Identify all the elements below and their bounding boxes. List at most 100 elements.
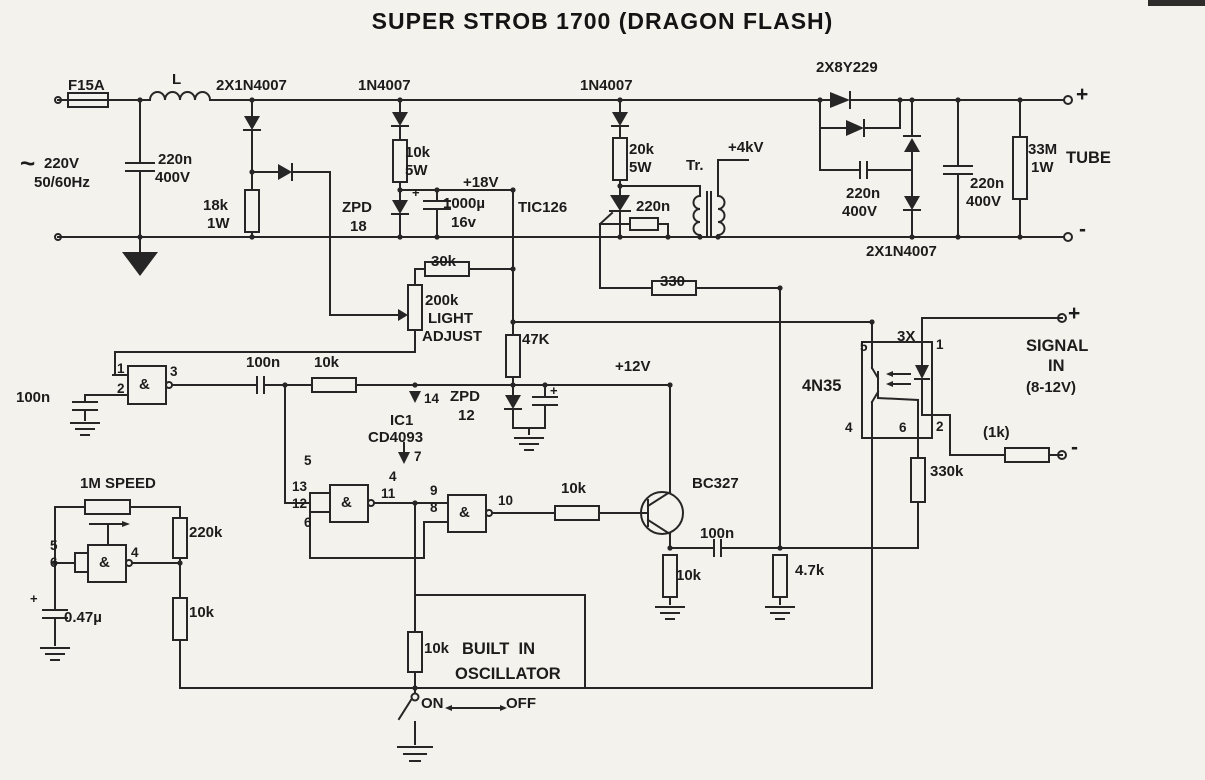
signal-range-label: (8-12V) bbox=[1026, 379, 1077, 396]
zener18-label: ZPD bbox=[342, 199, 372, 216]
gate2-symbol: & bbox=[341, 494, 352, 511]
rail-18v-label: +18V bbox=[463, 174, 499, 191]
r330-label: 330 bbox=[660, 273, 686, 290]
pin5b-label: 5 bbox=[304, 453, 312, 468]
tube-cap-label: 220n bbox=[970, 175, 1005, 192]
schematic-title: SUPER STROB 1700 (DRAGON FLASH) bbox=[371, 8, 834, 34]
supply-wattage: 5W bbox=[405, 162, 428, 179]
opto-pin2-label: 2 bbox=[936, 419, 944, 434]
ac-symbol: ~ bbox=[20, 148, 36, 178]
pin14-label: 14 bbox=[424, 391, 440, 406]
input-diodes-label: 2X1N4007 bbox=[216, 77, 287, 94]
scan-artifact bbox=[1148, 0, 1205, 6]
input-cap-label: 100n bbox=[16, 389, 51, 406]
r220k-label: 220k bbox=[189, 524, 223, 541]
osc-cap-label: 0.47µ bbox=[64, 609, 102, 626]
osc-r10k-label: 10k bbox=[189, 604, 215, 621]
pin2-label: 2 bbox=[117, 381, 125, 396]
zener18-value: 18 bbox=[350, 218, 367, 235]
pin7-label: 7 bbox=[414, 449, 422, 464]
pin12-label: 12 bbox=[292, 496, 308, 511]
diode-trigger-label: 1N4007 bbox=[580, 77, 633, 94]
filter-cap-voltage: 16v bbox=[451, 214, 477, 231]
load-resistor-label: 4.7k bbox=[795, 562, 825, 579]
opto-pin4-label: 4 bbox=[845, 420, 853, 435]
pin6b-label: 6 bbox=[304, 515, 312, 530]
r10k-mid-label: 10k bbox=[314, 354, 340, 371]
signal-in-label: IN bbox=[1048, 357, 1065, 375]
osc-pin5-label: 5 bbox=[50, 538, 58, 553]
couple-cap2-label: 100n bbox=[700, 525, 735, 542]
doubler-cap-label: 220n bbox=[846, 185, 881, 202]
transistor-label: BC327 bbox=[692, 475, 739, 492]
light-label: LIGHT bbox=[428, 310, 473, 327]
pin8-label: 8 bbox=[430, 500, 438, 515]
transformer-label: Tr. bbox=[686, 157, 704, 174]
ic1-type-label: CD4093 bbox=[368, 429, 424, 446]
cap-polarity-mark: + bbox=[412, 185, 420, 200]
adjust-label: ADJUST bbox=[422, 328, 483, 345]
osc-cap-polarity-mark: + bbox=[30, 591, 38, 606]
cap12-polarity-mark: + bbox=[550, 383, 558, 398]
opto-pin5-label: 5 bbox=[860, 339, 868, 354]
pin13-label: 13 bbox=[292, 479, 308, 494]
osc-pin6-label: 6 bbox=[50, 555, 58, 570]
doubler-diodes-label: 2X1N4007 bbox=[866, 243, 937, 260]
switch-off-label: OFF bbox=[506, 695, 536, 712]
pin9-label: 9 bbox=[430, 483, 438, 498]
hv-output-label: +4kV bbox=[728, 139, 764, 156]
gate3-symbol: & bbox=[459, 504, 470, 521]
series-resistor-label: (1k) bbox=[983, 424, 1010, 441]
hv-minus-terminal: - bbox=[1079, 218, 1086, 241]
hv-plus-terminal: + bbox=[1076, 83, 1089, 106]
opto-label: 4N35 bbox=[802, 377, 842, 395]
built-in-label: BUILT IN bbox=[462, 640, 536, 658]
trigger-cap-label: 220n bbox=[636, 198, 671, 215]
pin1-label: 1 bbox=[117, 361, 125, 376]
r30k-label: 30k bbox=[431, 253, 457, 270]
gate1-symbol: & bbox=[139, 376, 150, 393]
supply-resistor-label: 10k bbox=[405, 144, 431, 161]
signal-plus-terminal: + bbox=[1068, 302, 1081, 325]
trigger-resistor-label: 20k bbox=[629, 141, 655, 158]
couple-cap-label: 100n bbox=[246, 354, 281, 371]
filter-cap-label: 1000µ bbox=[443, 195, 486, 212]
mains-freq-label: 50/60Hz bbox=[34, 174, 90, 191]
doubler-cap-voltage: 400V bbox=[842, 203, 878, 220]
pin3-label: 3 bbox=[170, 364, 178, 379]
tube-cap-voltage: 400V bbox=[966, 193, 1002, 210]
ic1-label: IC1 bbox=[390, 412, 414, 429]
output-diodes-label: 2X8Y229 bbox=[816, 59, 878, 76]
zener12-label: ZPD bbox=[450, 388, 480, 405]
opto-3x-label: 3X bbox=[897, 328, 916, 345]
rail-12v-label: +12V bbox=[615, 358, 651, 375]
speed-pot-label: 1M SPEED bbox=[80, 475, 156, 492]
switch-on-label: ON bbox=[421, 695, 444, 712]
builtin-r10k-label: 10k bbox=[424, 640, 450, 657]
opto-pin6-label: 6 bbox=[899, 420, 907, 435]
bleeder-resistor-label: 18k bbox=[203, 197, 229, 214]
r47k-label: 47K bbox=[522, 331, 550, 348]
diode-18v-label: 1N4007 bbox=[358, 77, 411, 94]
inductor-label: L bbox=[172, 71, 182, 88]
oscillator-label: OSCILLATOR bbox=[455, 665, 561, 683]
osc-pin4-label: 4 bbox=[131, 545, 139, 560]
opto-base-resistor-label: 330k bbox=[930, 463, 964, 480]
collector-resistor-label: 10k bbox=[676, 567, 702, 584]
trigger-wattage: 5W bbox=[629, 159, 652, 176]
mains-cap-label: 220n bbox=[158, 151, 193, 168]
fuse-label: F15A bbox=[68, 77, 105, 94]
pin11-label: 11 bbox=[381, 486, 396, 501]
pot-value-label: 200k bbox=[425, 292, 459, 309]
mains-cap-voltage: 400V bbox=[155, 169, 191, 186]
opto-pin1-label: 1 bbox=[936, 337, 944, 352]
tube-resistor-wattage: 1W bbox=[1031, 159, 1054, 176]
pin10-label: 10 bbox=[498, 493, 514, 508]
mains-voltage-label: 220V bbox=[44, 155, 80, 172]
tube-label: TUBE bbox=[1066, 149, 1111, 167]
signal-label: SIGNAL bbox=[1026, 337, 1089, 355]
tube-resistor-label: 33M bbox=[1028, 141, 1058, 158]
gate4-symbol: & bbox=[99, 554, 110, 571]
